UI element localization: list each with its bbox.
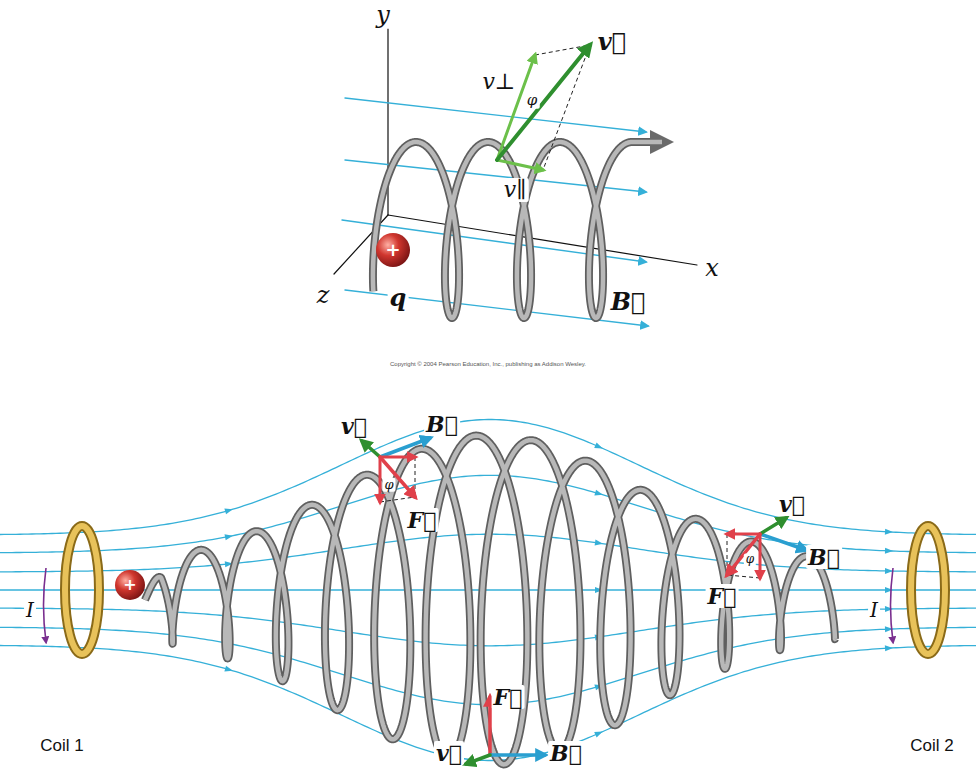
vector-label: B⃗ [609, 289, 648, 315]
x-axis [388, 215, 697, 265]
tube-outline [373, 142, 662, 318]
field-arrowhead [885, 606, 893, 612]
axis-label: y [374, 2, 392, 28]
vector-label: v∥ [502, 178, 529, 202]
helix-path [145, 436, 835, 765]
field-arrowhead [224, 666, 233, 674]
field-line [0, 627, 976, 704]
angle-label: φ [744, 553, 756, 566]
b-vector [380, 438, 430, 457]
charge-sign: + [123, 576, 136, 594]
field-arrowhead [224, 506, 233, 514]
coil-outline [65, 526, 99, 654]
vector-label: v⃗ [434, 741, 464, 765]
coil-ring [65, 526, 99, 654]
current-arrow [891, 568, 894, 642]
coil-label: Coil 1 [38, 737, 85, 756]
field-arrowhead [885, 548, 893, 554]
vector-label: v⃗ [596, 29, 628, 55]
vector-label: v⃗ [777, 492, 807, 516]
field-arrowhead [225, 533, 234, 540]
field-arrowhead [594, 442, 604, 451]
vector-label: B⃗ [806, 545, 842, 569]
b-vector [760, 534, 806, 550]
field-arrowhead [594, 490, 603, 498]
vector-label: B⃗ [548, 741, 584, 765]
field-arrowhead [885, 529, 893, 535]
copyright-note: Copyright © 2004 Pearson Education, Inc.… [390, 361, 586, 368]
uniform-field-figure [334, 26, 697, 326]
force-vector [727, 534, 760, 575]
v-parallel-vector [497, 160, 543, 170]
angle-label: φ [382, 478, 395, 492]
field-arrowhead [595, 540, 604, 547]
current-label: I [24, 599, 36, 621]
vector-label: F⃗ [406, 508, 439, 532]
charge-label: q [388, 285, 409, 311]
charge-ball [376, 233, 410, 267]
field-line [345, 98, 646, 132]
helix-path [373, 142, 662, 318]
field-arrowhead [885, 645, 893, 651]
coil-outline [911, 526, 945, 654]
coil-ring [911, 526, 945, 654]
charge-sign: + [385, 240, 400, 260]
current-arrow [44, 568, 47, 642]
velocity-vector [362, 441, 380, 457]
right-vector-set [727, 518, 806, 578]
coil-body [911, 526, 945, 654]
field-arrowhead [594, 729, 604, 738]
force-component [727, 533, 760, 536]
axis-label: x [703, 255, 721, 281]
velocity-vector [466, 755, 490, 764]
force-component [379, 457, 382, 502]
coil-body [65, 526, 99, 654]
vector-label: B⃗ [424, 412, 460, 436]
left-vector-set [362, 438, 430, 502]
tube-fill [145, 436, 835, 765]
vector-label: v⊥ [480, 70, 517, 94]
force-component [380, 456, 415, 459]
axis-label: z [315, 282, 332, 308]
angle-label: φ [525, 92, 540, 109]
current-label: I [868, 599, 880, 621]
b-vector [490, 753, 545, 757]
velocity-vector [497, 45, 590, 160]
magnetic-bottle-figure [0, 420, 976, 765]
force-component [759, 534, 762, 578]
dashed-guide [415, 457, 416, 497]
vector-label: v⃗ [339, 414, 369, 438]
vector-label: F⃗ [492, 685, 525, 709]
vector-label: F⃗ [706, 584, 739, 608]
coil-label: Coil 2 [908, 737, 955, 756]
tube-outline [145, 436, 835, 765]
dashed-guide [727, 534, 728, 575]
tube-fill [373, 142, 662, 318]
dashed-guide [727, 575, 760, 578]
force-vector [380, 457, 415, 497]
velocity-vector [760, 518, 786, 534]
dashed-guide [380, 497, 415, 502]
dashed-guide [543, 45, 590, 170]
charge-ball [115, 570, 145, 600]
